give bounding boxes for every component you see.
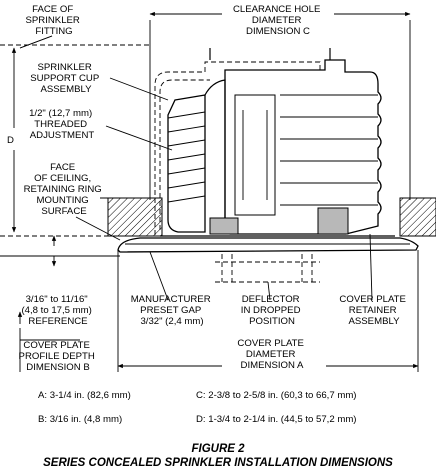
sprinkler-body — [167, 59, 382, 235]
face-of-fitting-label: FACE OF SPRINKLER FITTING — [25, 4, 82, 37]
reference-dimension-line — [0, 235, 120, 267]
dimension-c-line — [149, 11, 411, 200]
ceiling — [100, 197, 436, 237]
dimension-b-value: B: 3/16 in. (4,8 mm) — [38, 414, 122, 425]
preset-gap-label: MANUFACTURER PRESET GAP 3/32" (2,4 mm) — [131, 294, 214, 327]
reference-label: 3/16" to 11/16" (4,8 to 17,5 mm) REFEREN… — [21, 294, 94, 327]
cover-plate — [117, 235, 419, 253]
cover-diameter-label: COVER PLATE DIAMETER DIMENSION A — [237, 338, 306, 371]
dimension-c-value: C: 2-3/8 to 2-5/8 in. (60,3 to 66,7 mm) — [196, 390, 357, 401]
dimension-b-line — [17, 311, 80, 372]
retainer-label: COVER PLATE RETAINER ASSEMBLY — [339, 294, 408, 327]
face-of-ceiling-label: FACE OF CEILING, RETAINING RING MOUNTING… — [24, 162, 105, 217]
dimension-d-letter: D — [7, 135, 14, 146]
dimension-d-line — [0, 47, 110, 237]
sprinkler-fitting — [0, 44, 331, 60]
dimension-d-value: D: 1-3/4 to 2-1/4 in. (44,5 to 57,2 mm) — [196, 414, 357, 425]
support-cup-assembly — [154, 61, 335, 235]
deflector-dropped — [215, 254, 320, 283]
leader-lines — [19, 35, 373, 301]
profile-depth-label: COVER PLATE PROFILE DEPTH DIMENSION B — [19, 340, 98, 373]
figure-number: FIGURE 2 — [191, 443, 245, 455]
support-cup-label: SPRINKLER SUPPORT CUP ASSEMBLY — [30, 62, 101, 95]
threaded-adjustment-label: 1/2" (12,7 mm) THREADED ADJUSTMENT — [29, 108, 95, 141]
figure-title: SERIES CONCEALED SPRINKLER INSTALLATION … — [43, 457, 393, 469]
clearance-hole-label: CLEARANCE HOLE DIAMETER DIMENSION C — [233, 4, 323, 37]
deflector-label: DEFLECTOR IN DROPPED POSITION — [241, 294, 303, 327]
dimension-a-line — [117, 250, 419, 372]
dimension-a-value: A: 3-1/4 in. (82,6 mm) — [38, 390, 131, 401]
